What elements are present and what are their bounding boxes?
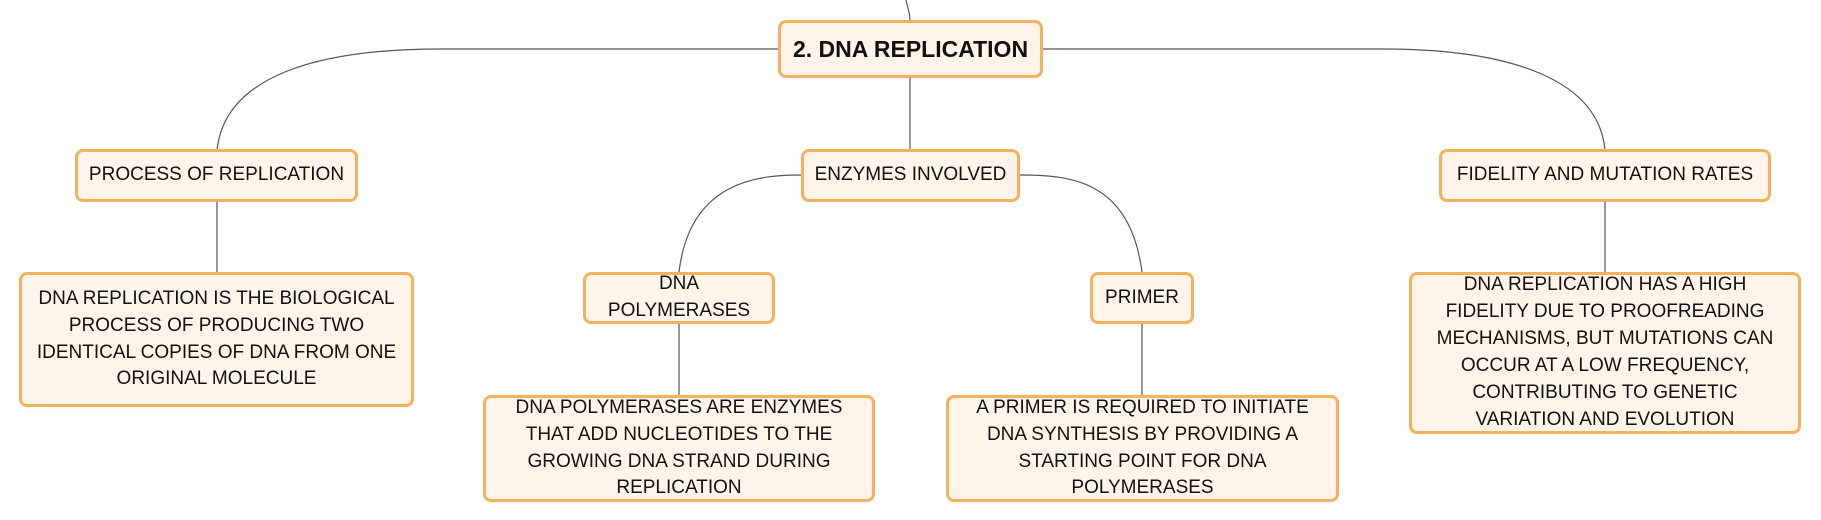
dna-polymerases-label: DNA POLYMERASES bbox=[607, 273, 751, 321]
dna-polymerases-node[interactable]: DNA POLYMERASES bbox=[583, 272, 775, 324]
process-detail-text: DNA REPLICATION IS THE BIOLOGICAL PROCES… bbox=[36, 287, 397, 390]
fidelity-detail-node[interactable]: DNA REPLICATION HAS A HIGH FIDELITY DUE … bbox=[1409, 272, 1801, 434]
fidelity-and-mutation-rates-node[interactable]: FIDELITY AND MUTATION RATES bbox=[1439, 149, 1771, 202]
primer-detail-text: A PRIMER IS REQUIRED TO INITIATE DNA SYN… bbox=[976, 396, 1309, 499]
connector-enzymes-to-polymerases bbox=[678, 174, 802, 273]
dna-polymerases-detail-node[interactable]: DNA POLYMERASES ARE ENZYMES THAT ADD NUC… bbox=[483, 395, 875, 502]
dna-polymerases-detail-text: DNA POLYMERASES ARE ENZYMES THAT ADD NUC… bbox=[515, 396, 843, 499]
connector-root-to-process bbox=[216, 48, 778, 151]
root-node[interactable]: 2. DNA REPLICATION bbox=[778, 20, 1043, 78]
primer-detail-node[interactable]: A PRIMER IS REQUIRED TO INITIATE DNA SYN… bbox=[946, 395, 1339, 502]
process-of-replication-label: PROCESS OF REPLICATION bbox=[88, 164, 345, 186]
process-of-replication-node[interactable]: PROCESS OF REPLICATION bbox=[75, 149, 358, 202]
primer-label: PRIMER bbox=[1105, 286, 1179, 308]
connector-parent-to-root bbox=[905, 0, 911, 21]
fidelity-and-mutation-rates-label: FIDELITY AND MUTATION RATES bbox=[1456, 164, 1754, 186]
primer-node[interactable]: PRIMER bbox=[1090, 272, 1194, 324]
fidelity-detail-text: DNA REPLICATION HAS A HIGH FIDELITY DUE … bbox=[1436, 274, 1774, 430]
root-node-label: 2. DNA REPLICATION bbox=[792, 35, 1029, 62]
enzymes-involved-node[interactable]: ENZYMES INVOLVED bbox=[801, 149, 1020, 202]
enzymes-involved-label: ENZYMES INVOLVED bbox=[814, 164, 1007, 186]
connector-enzymes-to-primer bbox=[1019, 174, 1143, 273]
process-detail-node[interactable]: DNA REPLICATION IS THE BIOLOGICAL PROCES… bbox=[19, 272, 414, 407]
connector-root-to-fidelity bbox=[1043, 48, 1606, 151]
